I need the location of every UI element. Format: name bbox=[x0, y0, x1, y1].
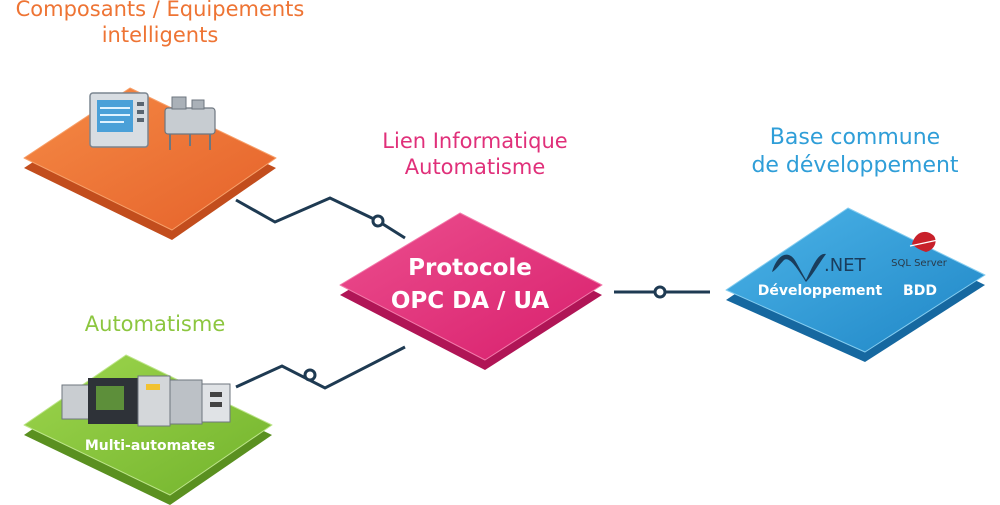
power-meter-icon bbox=[89, 92, 149, 148]
connector-top bbox=[235, 196, 406, 240]
development-label: Développement bbox=[757, 283, 883, 299]
link-title-line2: Automatisme bbox=[404, 155, 546, 180]
base-title-line2: de développement bbox=[751, 152, 959, 178]
components-title: Composants / Equipements intelligents bbox=[0, 0, 320, 49]
components-title-line1: Composants / Equipements bbox=[15, 0, 305, 21]
dotnet-logo-text: .NET bbox=[824, 255, 866, 276]
automation-title: Automatisme bbox=[84, 312, 226, 336]
bdd-label: BDD bbox=[903, 283, 937, 299]
connector-bottom bbox=[235, 345, 406, 390]
dotnet-logo-icon bbox=[772, 253, 826, 282]
multi-automates-label: Multi-automates bbox=[84, 438, 216, 454]
base-title-line1: Base commune bbox=[769, 125, 941, 150]
link-title: Lien Informatique Automatisme bbox=[340, 128, 610, 181]
protocol-line1: Protocole bbox=[408, 255, 532, 281]
sql-server-logo-text: SQL Server bbox=[891, 258, 947, 269]
link-title-line1: Lien Informatique bbox=[382, 129, 568, 153]
connector-right bbox=[614, 285, 710, 299]
base-title: Base commune de développement bbox=[720, 124, 990, 179]
platform-components bbox=[23, 87, 277, 240]
sql-server-logo-icon bbox=[909, 231, 939, 252]
industrial-equipment-icon bbox=[164, 96, 216, 150]
protocol-text: Protocole OPC DA / UA bbox=[340, 252, 600, 319]
plc-modules-icon bbox=[61, 375, 231, 427]
protocol-line2: OPC DA / UA bbox=[390, 288, 550, 315]
platform-protocol bbox=[339, 212, 603, 370]
components-title-line2: intelligents bbox=[101, 23, 219, 48]
